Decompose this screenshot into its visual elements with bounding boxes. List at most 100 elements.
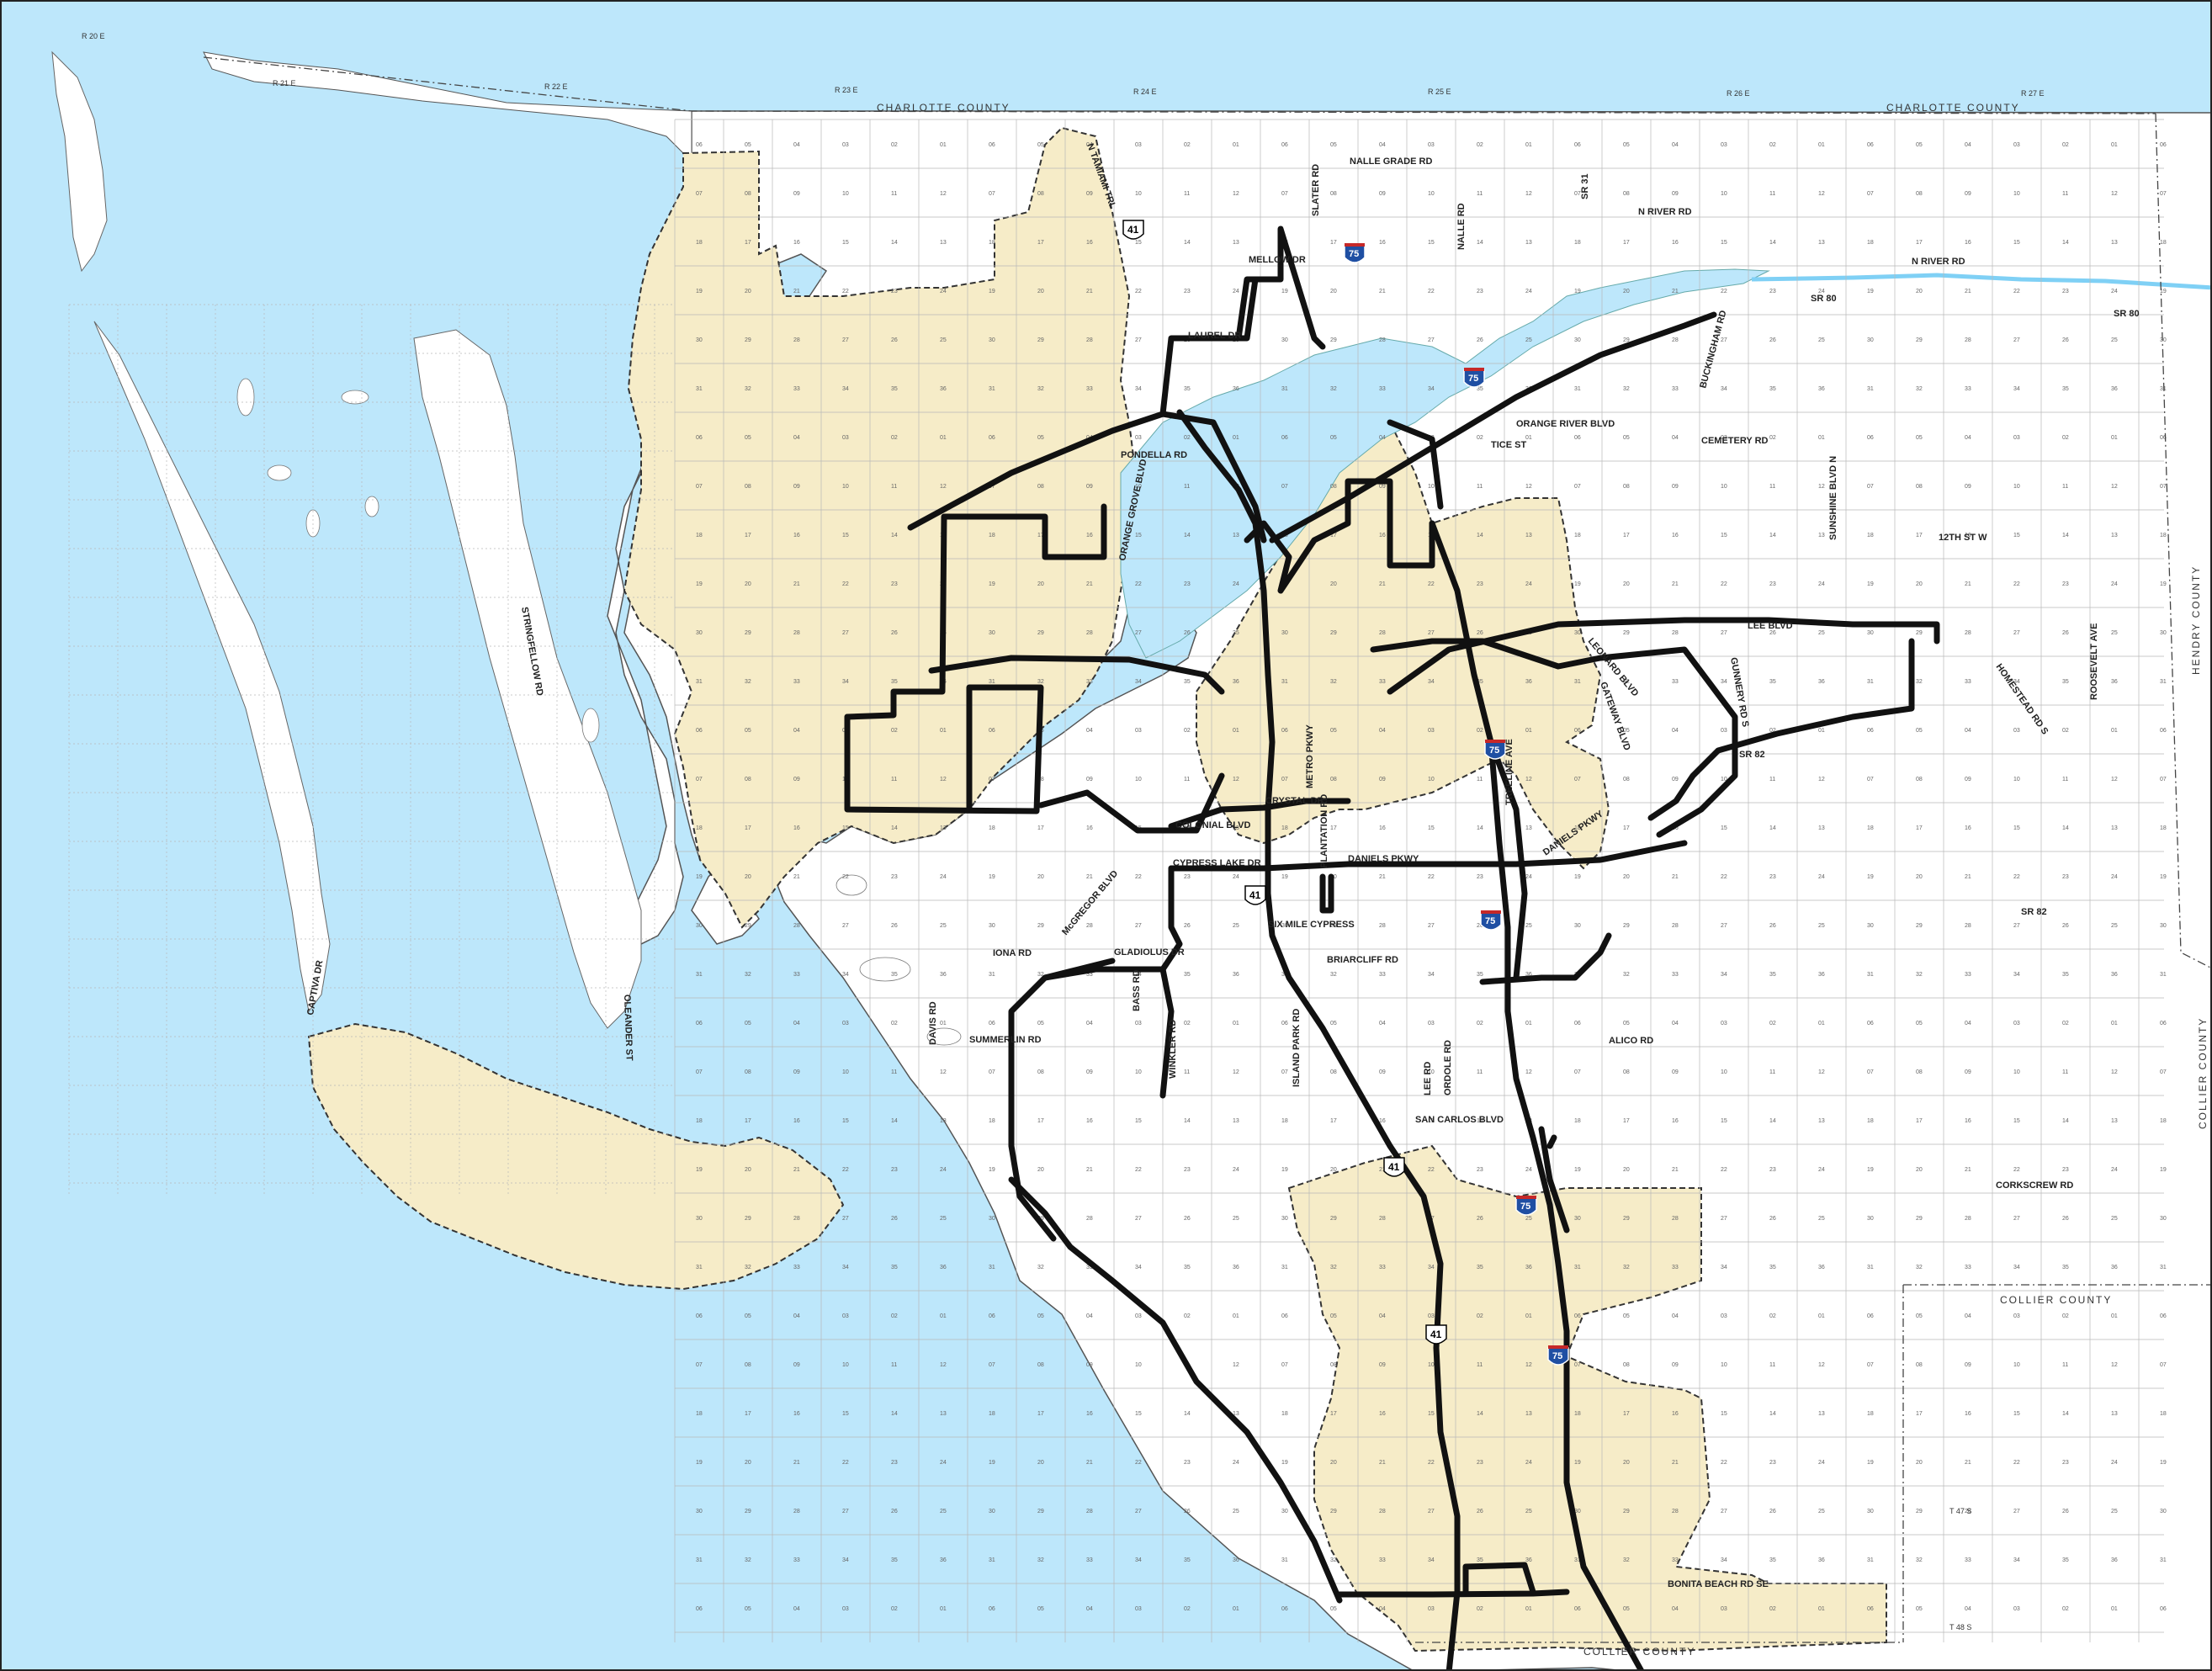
section-number: 25: [2111, 1509, 2118, 1515]
section-number: 03: [1428, 728, 1435, 734]
section-number: 24: [1525, 1167, 1532, 1173]
section-number: 06: [2160, 435, 2167, 441]
section-number: 24: [2111, 874, 2118, 880]
section-number: 29: [1037, 337, 1044, 343]
section-number: 12: [2111, 1069, 2118, 1075]
section-number: 05: [1037, 1606, 1044, 1612]
section-number: 26: [891, 1509, 898, 1515]
section-number: 28: [1379, 630, 1386, 636]
section-number: 34: [842, 1557, 849, 1563]
us41-shield-icon: 41: [1383, 1157, 1405, 1177]
county-label-collier-east: COLLIER COUNTY: [2197, 1017, 2209, 1129]
section-number: 16: [1379, 1411, 1386, 1417]
section-number: 08: [1623, 777, 1630, 782]
section-number: 08: [1330, 484, 1337, 490]
section-number: 11: [1769, 484, 1775, 490]
section-number: 27: [1721, 630, 1727, 636]
section-number: 06: [989, 435, 995, 441]
section-number: 09: [1086, 1069, 1093, 1075]
section-number: 02: [891, 1021, 898, 1026]
section-number: 04: [1672, 1606, 1679, 1612]
section-number: 17: [1623, 825, 1630, 831]
section-number: 15: [2013, 533, 2020, 538]
section-number: 07: [696, 1362, 703, 1368]
section-number: 35: [1184, 679, 1191, 685]
section-number: 19: [1281, 289, 1288, 294]
section-number: 12: [1233, 1362, 1239, 1368]
section-number: 01: [940, 1606, 947, 1612]
section-number: 31: [1281, 1557, 1288, 1563]
section-number: 11: [2062, 484, 2068, 490]
section-number: 19: [1867, 1460, 1874, 1466]
section-number: 21: [1379, 1460, 1386, 1466]
section-number: 04: [1965, 142, 1971, 148]
sanibel-island: [307, 1022, 845, 1291]
section-number: 33: [1086, 679, 1093, 685]
section-number: 21: [1965, 1460, 1971, 1466]
section-number: 36: [1233, 679, 1239, 685]
section-number: 27: [1428, 337, 1435, 343]
section-number: 12: [1233, 1069, 1239, 1075]
section-number: 04: [1672, 435, 1679, 441]
section-number: 06: [696, 1606, 703, 1612]
svg-text:75: 75: [1485, 916, 1495, 926]
section-number: 09: [1965, 484, 1971, 490]
range-label-r22: R 22 E: [544, 82, 568, 91]
section-number: 33: [1672, 1557, 1679, 1563]
section-number: 05: [1916, 1021, 1923, 1026]
section-number: 15: [1428, 1411, 1435, 1417]
section-number: 34: [1428, 679, 1435, 685]
section-number: 17: [1037, 1411, 1044, 1417]
section-number: 02: [1769, 142, 1776, 148]
section-number: 21: [1672, 289, 1679, 294]
section-number: 34: [842, 679, 849, 685]
section-number: 01: [940, 1021, 947, 1026]
section-number: 19: [2160, 1167, 2167, 1173]
section-number: 36: [1233, 1265, 1239, 1270]
section-number: 04: [1379, 1606, 1386, 1612]
route-i75: [1488, 739, 1644, 1669]
section-number: 26: [891, 923, 898, 929]
section-number: 02: [2062, 142, 2069, 148]
section-number: 30: [2160, 630, 2167, 636]
section-number: 23: [891, 1460, 898, 1466]
section-number: 31: [1867, 972, 1874, 978]
section-number: 24: [1818, 874, 1825, 880]
section-number: 05: [745, 1021, 751, 1026]
section-number: 26: [2062, 1509, 2069, 1515]
range-label-r24: R 24 E: [1133, 88, 1157, 96]
section-number: 30: [2160, 337, 2167, 343]
section-number: 13: [1818, 1118, 1825, 1124]
section-number: 07: [1281, 1362, 1288, 1368]
section-number: 14: [1184, 240, 1191, 246]
section-number: 10: [1721, 777, 1727, 782]
section-number: 01: [1525, 1606, 1532, 1612]
section-number: 14: [2062, 1118, 2069, 1124]
section-number: 27: [1135, 923, 1142, 929]
section-number: 31: [1574, 679, 1581, 685]
section-number: 22: [2013, 1460, 2020, 1466]
section-number: 01: [1233, 142, 1239, 148]
section-number: 13: [2111, 1411, 2118, 1417]
section-number: 29: [1623, 923, 1630, 929]
section-number: 01: [1525, 728, 1532, 734]
section-number: 04: [1086, 1313, 1093, 1319]
section-number: 07: [989, 1069, 995, 1075]
section-number: 20: [1330, 1460, 1337, 1466]
section-number: 05: [745, 1313, 751, 1319]
section-number: 09: [1965, 1069, 1971, 1075]
section-number: 02: [891, 142, 898, 148]
section-number: 19: [2160, 581, 2167, 587]
section-number: 07: [989, 777, 995, 782]
section-number: 16: [1086, 533, 1093, 538]
section-number: 03: [1428, 1313, 1435, 1319]
route-cape-loop: [844, 503, 1107, 720]
section-number: 28: [1672, 630, 1679, 636]
section-number: 22: [2013, 289, 2020, 294]
section-number: 11: [2062, 777, 2068, 782]
section-number: 19: [989, 874, 995, 880]
section-number: 09: [1086, 777, 1093, 782]
section-number: 28: [1965, 337, 1971, 343]
section-number: 29: [1037, 1509, 1044, 1515]
route-cape-east: [928, 655, 1225, 695]
